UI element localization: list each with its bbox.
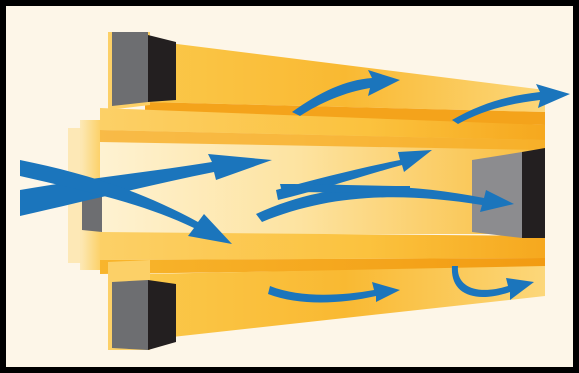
flow-arrow-icon [452,84,570,124]
lower-beam [145,266,545,340]
upper-plate [100,108,545,150]
left-post-bottom [108,260,176,350]
flow-arrow-icon [451,266,534,300]
flow-arrows [20,70,570,303]
flow-arrow-icon [20,160,232,244]
flow-arrow-icon [292,70,400,116]
flow-arrow-icon [20,154,272,216]
flow-arrow-icon [256,186,514,222]
upper-beam [145,40,545,125]
flow-arrow-icon [268,282,400,303]
flow-arrow-icon [280,184,410,193]
outlet-block [472,148,545,238]
left-post-top [108,32,176,110]
